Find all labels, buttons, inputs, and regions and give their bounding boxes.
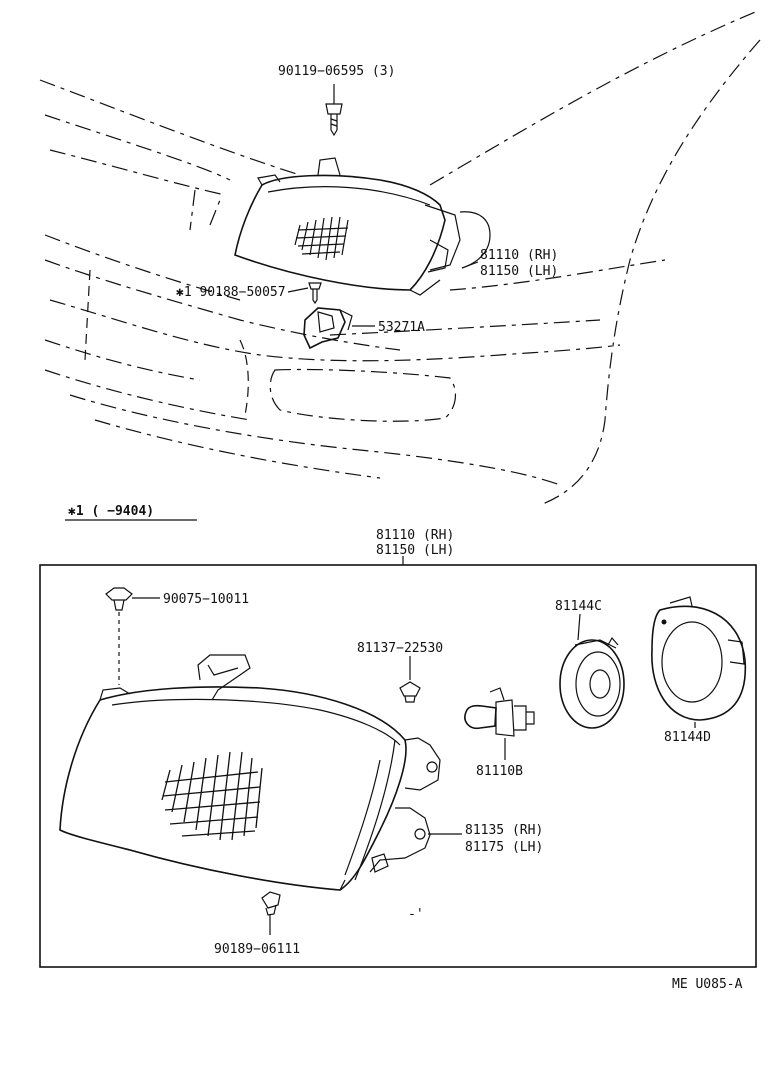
upper-bolt-label: 90119−06595 (3) [278, 64, 395, 79]
detail-header-lh-label: 81150 (LH) [376, 543, 454, 558]
footnote-text: ✱1 ( −9404) [68, 504, 154, 519]
upper-screw-icon [308, 282, 322, 305]
cover-icon [651, 596, 747, 721]
nut-label: 90189−06111 [214, 942, 300, 957]
bulb-icon [464, 687, 535, 737]
upper-headlamp [234, 157, 461, 296]
nut-icon [261, 891, 281, 916]
clip-label: 90075−10011 [163, 592, 249, 607]
retainer-ring-icon [559, 636, 625, 729]
grommet-icon [399, 681, 421, 703]
detail-header-rh-label: 81110 (RH) [376, 528, 454, 543]
cover-label: 81144D [664, 730, 711, 745]
diagram-code: ME U085-A [672, 977, 743, 992]
upper-bolt-icon [325, 84, 343, 137]
grommet-label: 81137−22530 [357, 641, 443, 656]
upper-screw-label: ✱1 90188−50057 [176, 285, 286, 300]
upper-lens-grid [294, 216, 349, 261]
upper-bracket-label: 53271A [378, 320, 425, 335]
bulb-label: 81110B [476, 764, 523, 779]
adjuster-rh-label: 81135 (RH) [465, 823, 543, 838]
retainer-label: 81144C [555, 599, 602, 614]
detail-headlamp [59, 654, 441, 891]
upper-bracket-icon [303, 307, 353, 350]
upper-headlamp-rh-label: 81110 (RH) [480, 248, 558, 263]
detail-lens-grid [161, 751, 263, 841]
car-body-outline [39, 9, 761, 506]
adjuster-lh-label: 81175 (LH) [465, 840, 543, 855]
clip-icon [105, 587, 133, 611]
upper-headlamp-leader [459, 211, 491, 269]
detail-mark: -' [408, 907, 424, 922]
detail-frame [39, 564, 757, 968]
upper-headlamp-lh-label: 81150 (LH) [480, 264, 558, 279]
